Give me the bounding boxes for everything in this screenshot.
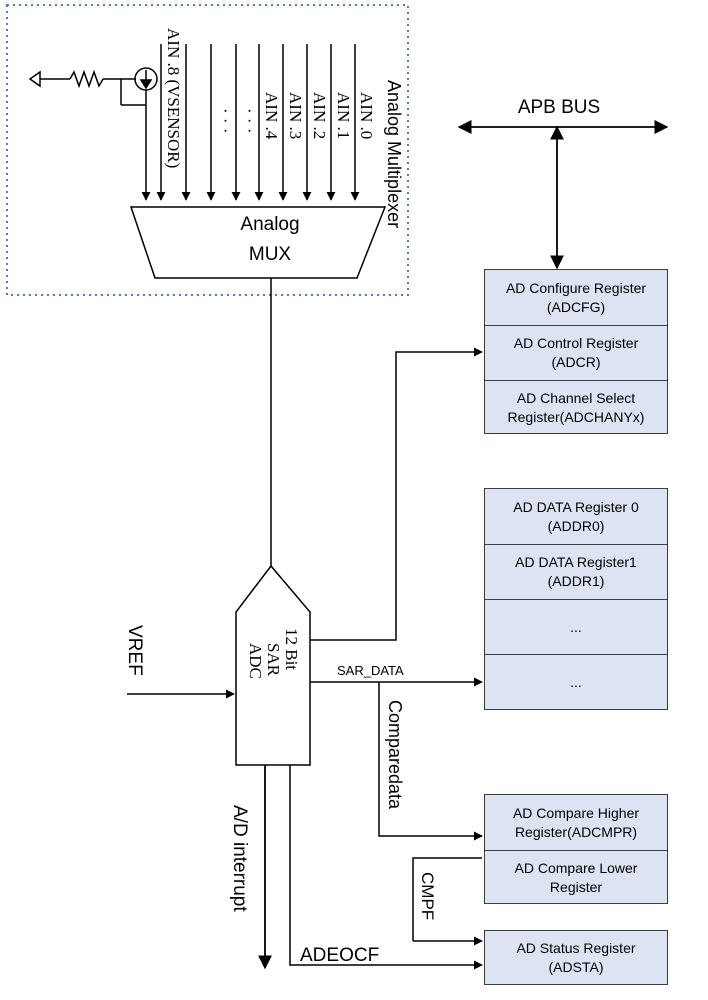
config-register-group: AD Configure Register (ADCFG) AD Control… [484,269,668,434]
register-data-ellipsis-1-text: ... [570,618,582,635]
mux-block [129,206,387,279]
register-addr1-abbr: (ADDR1) [547,573,605,589]
data-register-group: AD DATA Register 0 (ADDR0) AD DATA Regis… [484,488,668,710]
mux-text-analog: Analog [240,214,299,235]
cmpf-label: CMPF [418,872,437,920]
register-adcfg: AD Configure Register (ADCFG) [485,270,667,325]
register-addr1-name: AD DATA Register1 [515,554,637,570]
channel-label-ain1: AIN .1 [334,92,353,139]
channel-label-vsensor: AIN .8 (VSENSOR) [164,28,183,168]
register-adcmpr-abbr: Register(ADCMPR) [514,823,638,840]
register-addr0-name: AD DATA Register 0 [513,498,639,515]
adeocf-label: ADEOCF [300,945,379,966]
channel-label-ain3: AIN .3 [286,92,305,139]
resistor-icon [69,69,104,89]
register-adcmpr-name: AD Compare Higher [512,804,640,821]
register-addr0: AD DATA Register 0 (ADDR0) [485,489,667,544]
adc-text-1: 12 Bit [282,628,301,670]
register-adcfg-abbr: (ADCFG) [546,298,606,315]
multiplexer-boundary [6,4,409,296]
register-adsta: AD Status Register (ADSTA) [485,931,667,984]
compare-register-group: AD Compare Higher Register(ADCMPR) AD Co… [484,794,668,904]
mux-text-mux: MUX [249,244,292,265]
register-adcr-name: AD Control Register [513,335,639,351]
cmpf-line [412,857,482,941]
register-addr1: AD DATA Register1 (ADDR1) [485,544,667,599]
register-compare-lower-name: AD Compare Lower [514,859,638,876]
channel-ellipsis-1: · · · [216,108,235,133]
register-addr0-abbr: (ADDR0) [547,517,605,534]
register-adsta-name: AD Status Register [516,939,636,956]
agnd-circuit [28,67,158,110]
register-adcr-abbr: (ADCR) [551,354,601,370]
analog-multiplexer-label: Analog Multiplexer [384,80,404,228]
register-adcmpr: AD Compare Higher Register(ADCMPR) [485,795,667,850]
register-data-ellipsis-1: ... [485,599,667,654]
adc-text-3: ADC [246,643,265,679]
channel-label-ain4: AIN .4 [262,92,281,140]
adc-text-2: SAR [264,643,283,677]
channel-ellipsis-2: · · · [240,108,259,133]
channel-label-ain2: AIN .2 [310,92,329,139]
apb-bus-label: APB BUS [518,97,600,118]
channel-label-ain0: AIN .0 [357,92,376,139]
ground-triangle-icon [28,70,41,88]
register-adcfg-name: AD Configure Register [505,279,647,296]
adeocf-arrow [289,765,483,970]
sar-data-label: SAR_DATA [337,663,404,678]
register-adchanyx-abbr: Register(ADCHANYx) [507,408,645,425]
ad-interrupt-label: A/D interrupt [229,805,250,912]
comparedata-label: Comparedata [385,700,405,810]
register-adsta-abbr: (ADSTA) [548,958,604,975]
status-register-group: AD Status Register (ADSTA) [484,930,668,985]
register-data-ellipsis-2-text: ... [570,674,582,690]
adc-to-control-arrow [310,347,483,641]
adc-block [235,564,311,766]
register-data-ellipsis-2: ... [485,654,667,710]
register-adchanyx: AD Channel Select Register(ADCHANYx) [485,380,667,434]
register-adchanyx-name: AD Channel Select [516,389,636,406]
vref-label: VREF [124,625,145,676]
register-compare-lower-abbr: Register [549,878,603,895]
register-adcr: AD Control Register (ADCR) [485,325,667,380]
comparedata-arrow [378,682,483,841]
register-compare-lower: AD Compare Lower Register [485,850,667,904]
channel-inputs [141,44,360,201]
